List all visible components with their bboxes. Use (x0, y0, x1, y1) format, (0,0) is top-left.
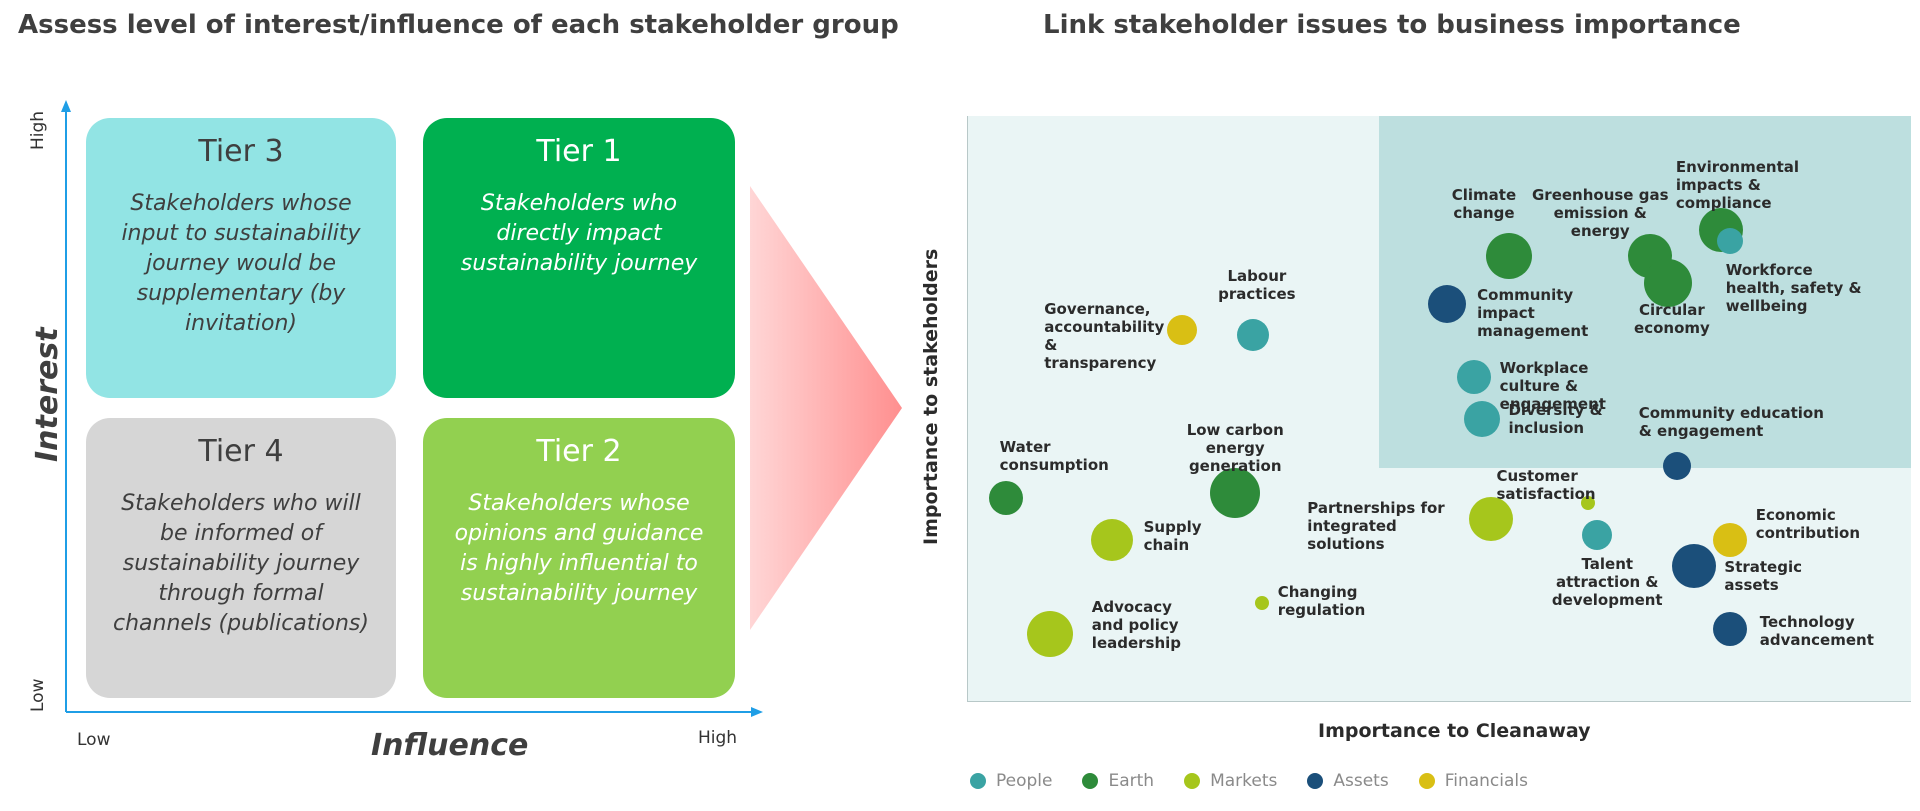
tier-1-description: Stakeholders who directly impact sustain… (460, 191, 698, 276)
right-heading: Link stakeholder issues to business impo… (1043, 10, 1741, 40)
bubble-changing-regulation (1254, 595, 1269, 610)
bubble-partnerships-for-integrated-solutions (1469, 496, 1514, 541)
tier-4-title: Tier 4 (198, 434, 284, 469)
x-axis-arrow (751, 707, 763, 717)
legend-item-markets: Markets (1184, 771, 1277, 791)
matrix-axes (61, 100, 763, 717)
legend-label: Markets (1210, 771, 1278, 791)
bubble-customer-satisfaction (1581, 496, 1596, 510)
chart-x-axis-label: Importance to Cleanaway (1318, 720, 1591, 742)
bubble-technology-advancement (1712, 612, 1747, 646)
x-axis-high-label: High (698, 728, 738, 748)
x-axis-title: Influence (371, 728, 529, 763)
bubble-workforce-health-safety-wellbeing (1716, 227, 1743, 254)
bubble-label: Environmental impacts & compliance (1675, 158, 1800, 212)
chart-legend: People Earth Markets Assets Financials (970, 770, 1528, 792)
bubble-label: Advocacy and policy leadership (1091, 598, 1182, 653)
legend-swatch (1184, 773, 1201, 789)
bubble-label: Water consumption (999, 437, 1109, 474)
legend-item-assets: Assets (1307, 771, 1389, 791)
transition-arrow (750, 186, 902, 630)
bubble-label: Workplace culture & engagement (1499, 359, 1606, 413)
tier-3-description: Stakeholders whose input to sustainabili… (121, 191, 361, 336)
bubble-label: Strategic assets (1724, 558, 1802, 594)
bubble-community-education-engagement (1662, 452, 1691, 481)
bubble-labour-practices (1236, 319, 1269, 351)
bubble-circular-economy (1643, 258, 1692, 307)
x-axis-low-label: Low (77, 730, 111, 750)
bubble-diversity-inclusion (1464, 401, 1501, 437)
legend-label: Financials (1444, 771, 1529, 791)
bubble-label: Partnerships for integrated solutions (1307, 498, 1445, 553)
bubble-label: Climate change (1451, 186, 1517, 223)
bubble-label: Community education & engagement (1638, 404, 1824, 441)
tier-2-title: Tier 2 (536, 434, 622, 469)
bubble-strategic-assets (1672, 544, 1717, 588)
tier-3-title: Tier 3 (198, 134, 284, 169)
legend-item-financials: Financials (1418, 771, 1529, 791)
y-axis-high-label: High (28, 110, 48, 150)
bubble-label: Workforce health, safety & wellbeing (1725, 260, 1862, 315)
bubble-label: Circular economy (1634, 300, 1710, 337)
chart-y-axis-label: Importance to stakeholders (920, 248, 942, 545)
legend-swatch (970, 773, 986, 789)
legend-item-earth: Earth (1082, 771, 1154, 791)
legend-swatch (1307, 773, 1324, 789)
bubble-advocacy-and-policy-leadership (1026, 611, 1073, 658)
tier-3-box: Tier 3 Stakeholders whose input to susta… (86, 118, 396, 398)
bubble-label: Labour practices (1218, 267, 1296, 303)
bubble-economic-contribution (1712, 522, 1747, 557)
tier-1-box: Tier 1 Stakeholders who directly impact … (423, 118, 735, 398)
bubble-label: Supply chain (1143, 517, 1202, 554)
y-axis-arrow (61, 100, 71, 112)
bubble-label: Talent attraction & development (1551, 554, 1663, 609)
tier-4-box: Tier 4 Stakeholders who will be informed… (86, 418, 396, 698)
bubble-community-impact-management (1428, 284, 1467, 323)
bubble-workplace-culture-engagement (1456, 360, 1491, 394)
bubble-label: Customer satisfaction (1496, 467, 1596, 503)
bubble-label: Community impact management (1477, 285, 1589, 340)
tier-2-box: Tier 2 Stakeholders whose opinions and g… (423, 418, 735, 698)
bubble-water-consumption (988, 480, 1023, 515)
bubble-label: Low carbon energy generation (1186, 420, 1284, 475)
left-heading: Assess level of interest/influence of ea… (18, 10, 899, 40)
bubble-label: Greenhouse gas emission & energy (1531, 186, 1669, 241)
bubble-label: Governance, accountability & transparenc… (1044, 299, 1165, 372)
tier-2-description: Stakeholders whose opinions and guidance… (454, 491, 704, 606)
bubble-label: Changing regulation (1277, 582, 1366, 619)
tier-4-description: Stakeholders who will be informed of sus… (113, 491, 369, 636)
y-axis-low-label: Low (28, 678, 48, 712)
bubble-supply-chain (1090, 518, 1133, 561)
legend-label: Assets (1333, 771, 1389, 791)
bubble-talent-attraction-development (1582, 519, 1613, 550)
legend-label: Earth (1108, 771, 1155, 791)
y-axis-title: Interest (30, 327, 65, 462)
legend-item-people: People (970, 771, 1052, 791)
legend-swatch (1082, 773, 1099, 789)
bubble-label: Diversity & inclusion (1508, 401, 1603, 437)
bubble-label: Economic contribution (1755, 505, 1861, 542)
bubble-low-carbon-energy-generation (1210, 467, 1261, 518)
bubble-climate-change (1485, 233, 1532, 280)
tier-1-title: Tier 1 (536, 134, 622, 169)
bubble-label: Technology advancement (1759, 613, 1874, 649)
legend-label: People (996, 771, 1053, 791)
bubble-governance-accountability-transparency (1167, 314, 1198, 345)
legend-swatch (1418, 773, 1435, 789)
